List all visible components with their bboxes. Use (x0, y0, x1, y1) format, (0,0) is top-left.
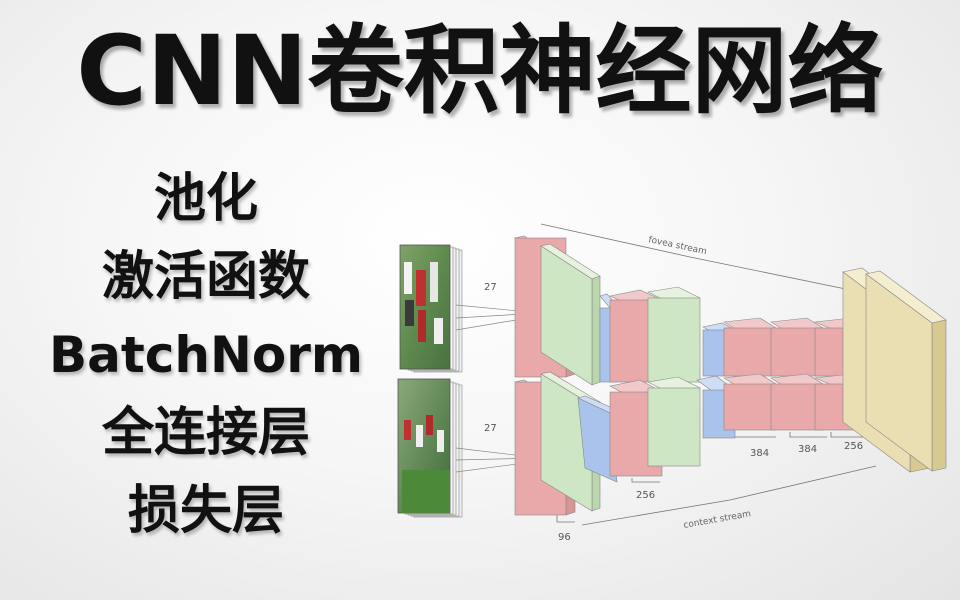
topic-pooling: 池化 (153, 169, 258, 229)
filters-label-first: 96 (558, 532, 571, 543)
input-size-label-top: 27 (484, 282, 497, 293)
norm-layer-bottom-2 (647, 387, 701, 467)
filters-label-second: 256 (636, 490, 655, 501)
input-image-stack-top (399, 244, 463, 373)
norm-layer-top-1 (540, 245, 593, 386)
filters-label-third: 384 (750, 448, 769, 459)
topic-loss-layer: 损失层 (127, 481, 284, 541)
topic-batchnorm: BatchNorm (49, 326, 363, 384)
input-size-label-bottom: 27 (484, 423, 497, 434)
context-stream-label: context stream (683, 509, 752, 531)
topic-activation-function: 激活函数 (101, 247, 310, 307)
conv-layer-top-3 (723, 327, 777, 377)
filters-label-fifth: 256 (844, 441, 863, 452)
topic-list: 池化 激活函数 BatchNorm 全连接层 损失层 (8, 160, 404, 550)
context-stream-layers (514, 371, 877, 516)
conv-layer-bottom-3 (723, 383, 777, 431)
pool-layer-bottom-1 (577, 397, 618, 483)
norm-layer-top-2 (647, 297, 701, 383)
stream-braces (540, 223, 877, 526)
fully-connected-layers (842, 267, 947, 473)
input-image-stack-bottom (397, 378, 463, 518)
filters-label-fourth: 384 (798, 444, 817, 455)
topic-fully-connected-layer: 全连接层 (101, 403, 310, 463)
fc-layer-2 (865, 273, 933, 472)
page-title: CNN卷积神经网络 (76, 15, 884, 127)
